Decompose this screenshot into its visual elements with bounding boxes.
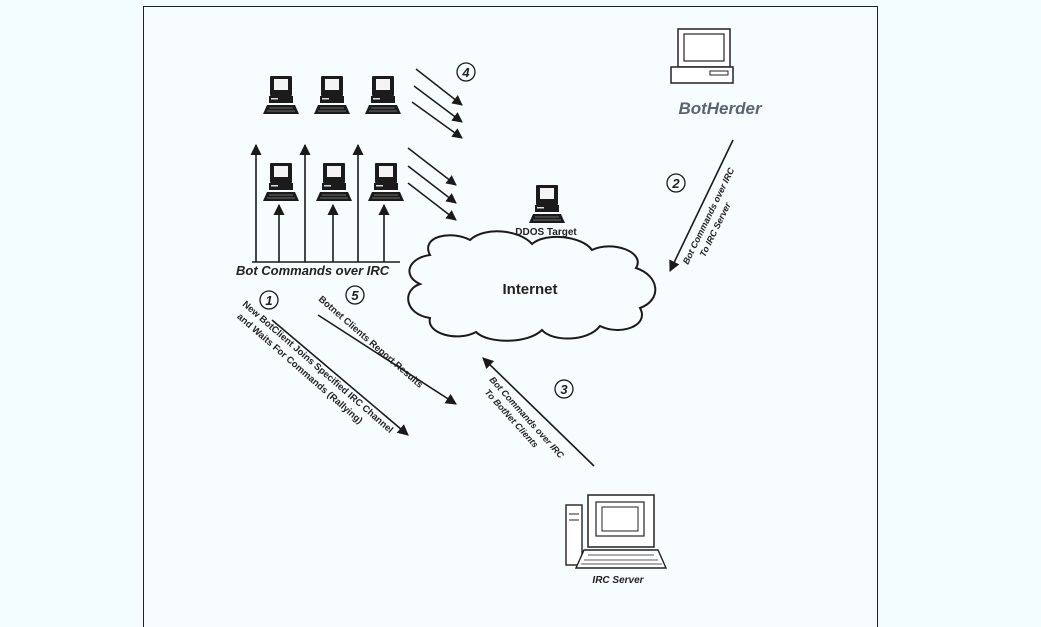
bot-commands-label: Bot Commands over IRC: [236, 263, 390, 278]
bot-group-top: [262, 75, 402, 114]
bot-computer-icon: [262, 162, 300, 201]
step-5-number: 5: [351, 288, 359, 303]
bot-group-bottom: [262, 162, 405, 201]
irc-server-label: IRC Server: [592, 575, 644, 586]
step-1-marker: 1: [259, 290, 279, 310]
bot-computer-icon: [313, 75, 351, 114]
workstation-icon: [670, 28, 734, 84]
step-1-line-1: New BotClient Joins Specified IRC Channe…: [240, 299, 395, 436]
step-2-number: 2: [671, 176, 680, 191]
attack-arrows: [407, 68, 463, 221]
step-5-marker: 5: [345, 285, 365, 305]
bot-computer-icon: [262, 75, 300, 114]
bot-computer-icon: [364, 75, 402, 114]
ddos-target-label: DDOS Target: [515, 227, 577, 238]
internet-cloud: Internet: [407, 230, 657, 342]
step-3-text: Bot Commands over IRC To BotNet Clients: [483, 375, 567, 461]
step-1-number: 1: [265, 293, 272, 308]
command-arrows: [250, 143, 400, 263]
step-4-marker: 4: [456, 62, 476, 82]
step-1-arrow: [271, 319, 409, 436]
step-3-arrow: [482, 357, 595, 467]
cloud-icon: [407, 230, 657, 342]
step-5-arrow: [317, 314, 457, 405]
bot-computer-icon: [367, 162, 405, 201]
step-3-number: 3: [560, 382, 568, 397]
step-1-text: New BotClient Joins Specified IRC Channe…: [235, 299, 396, 436]
botherder: BotHerder: [670, 28, 763, 118]
step-3-marker: 3: [554, 379, 574, 399]
step-4-number: 4: [461, 65, 470, 80]
target-computer-icon: [528, 184, 566, 223]
bot-computer-icon: [315, 162, 353, 201]
botherder-label: BotHerder: [678, 99, 763, 118]
step-3-line-1: Bot Commands over IRC: [488, 375, 567, 461]
step-2-text: Bot Commands over IRC To IRC Server: [681, 166, 737, 266]
step-2-marker: 2: [666, 173, 686, 193]
step-1-line-2: and Waits For Commands (Rallying): [235, 311, 365, 426]
server-computer-icon: [565, 494, 668, 569]
step-2-arrow: [669, 139, 734, 273]
irc-server: IRC Server: [565, 494, 668, 586]
ddos-target: DDOS Target: [515, 184, 577, 238]
internet-label: Internet: [502, 281, 557, 298]
